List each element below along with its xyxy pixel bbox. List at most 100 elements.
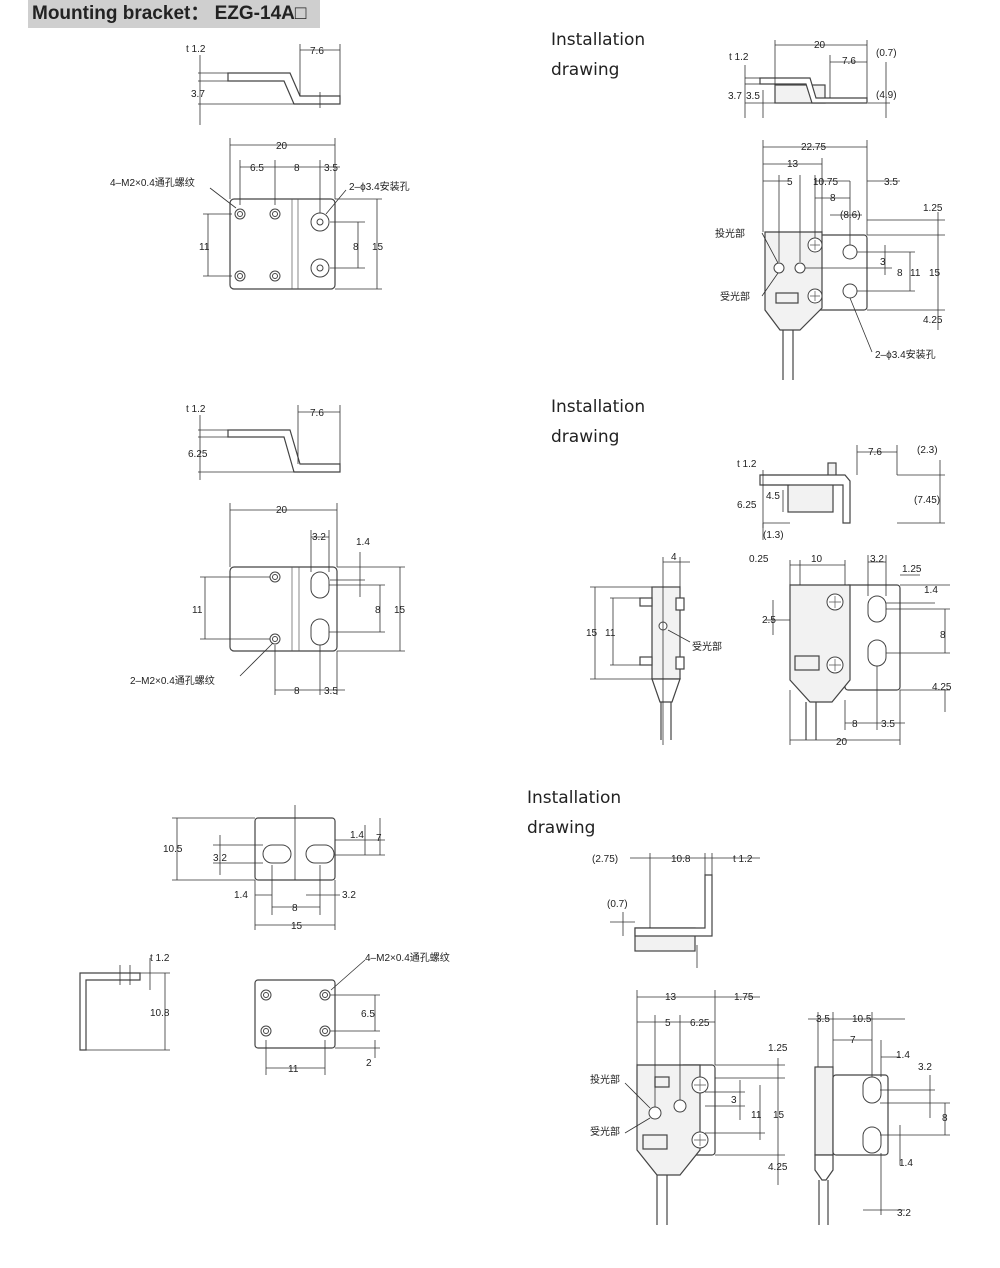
dim-6.5-b3: 6.5 (361, 1009, 375, 1020)
dim-7.45p: (7.45) (914, 495, 940, 506)
bracket3-top-view: 10.5 3.2 1.4 7 1.4 3.2 8 15 (163, 805, 385, 932)
installation-label-3a: Installation (527, 788, 622, 808)
dim-11-i1: 11 (910, 268, 921, 279)
dim-6.25-i3: 6.25 (690, 1018, 710, 1029)
dim-10.8-i3: 10.8 (671, 854, 691, 865)
dim-20-i2: 20 (836, 737, 848, 748)
dim-1.25-i3: 1.25 (768, 1043, 788, 1054)
dim-8.6p: (8.6) (840, 210, 861, 221)
dim-8: 8 (294, 163, 300, 174)
dim-1.4-b3b: 1.4 (234, 890, 248, 901)
install1-front-view: 22.75 13 5 10.75 3.5 8 (8.6) 1.25 投光部 3 … (715, 140, 945, 380)
dim-11-i2: 11 (605, 628, 616, 639)
dim-3: 3 (880, 257, 886, 268)
dim-2: 2 (366, 1058, 372, 1069)
dim-8-b2b: 8 (294, 686, 300, 697)
dim-20: 20 (276, 141, 288, 152)
dim-10.75: 10.75 (813, 177, 838, 188)
dim-4.25-i3: 4.25 (768, 1162, 788, 1173)
dim-t12-b2: t 1.2 (186, 404, 206, 415)
callout-2-hole: 2–ϕ3.4安装孔 (349, 180, 410, 193)
dim-t12-i1: t 1.2 (729, 52, 749, 63)
dim-8-i2: 8 (940, 630, 946, 641)
dim-8-i1b: 8 (897, 268, 903, 279)
dim-3.5-i2: 3.5 (881, 719, 895, 730)
dim-15-b2: 15 (394, 605, 406, 616)
dim-3.5-b2: 3.5 (324, 686, 338, 697)
callout-4-m2: 4–M2×0.4通孔螺纹 (110, 176, 195, 189)
dim-3.2-b3: 3.2 (213, 853, 227, 864)
dim-t12: t 1.2 (186, 44, 206, 55)
dim-11-i3: 11 (751, 1110, 762, 1121)
bracket3-front-view: 4–M2×0.4通孔螺纹 6.5 2 11 (254, 951, 450, 1075)
installation-label-2a: Installation (551, 397, 646, 417)
dim-11-b3: 11 (288, 1064, 299, 1075)
dim-8-b3: 8 (292, 903, 298, 914)
dim-8-i1: 8 (830, 193, 836, 204)
installation-label-3b: drawing (527, 818, 596, 838)
dim-3.2-b3b: 3.2 (342, 890, 356, 901)
dim-3.5-i3: 3.5 (816, 1014, 830, 1025)
dim-1.4: 1.4 (356, 537, 370, 548)
dim-t12-i2: t 1.2 (737, 459, 757, 470)
dim-3.5-i1: 3.5 (746, 91, 760, 102)
dim-6.25: 6.25 (188, 449, 208, 460)
callout-4-m2-b3: 4–M2×0.4通孔螺纹 (365, 951, 450, 964)
dim-1.4-b3: 1.4 (350, 830, 364, 841)
dim-3.2-i2: 3.2 (870, 554, 884, 565)
dim-1.4-i3b: 1.4 (899, 1158, 913, 1169)
dim-2.3p: (2.3) (917, 445, 938, 456)
dim-8b: 8 (353, 242, 359, 253)
dim-3-i3: 3 (731, 1095, 737, 1106)
install3-side-view: 3.5 10.5 7 1.4 3.2 8 1.4 3.2 (808, 1012, 950, 1225)
dim-7.6-i2: 7.6 (868, 447, 882, 458)
dim-7.6-i1: 7.6 (842, 56, 856, 67)
dim-1.4-i2: 1.4 (924, 585, 938, 596)
dim-t12-b3: t 1.2 (150, 953, 170, 964)
label-shou-i3: 受光部 (590, 1125, 620, 1138)
dim-7.6-b2: 7.6 (310, 408, 324, 419)
dim-0.7p: (0.7) (876, 48, 897, 59)
dim-3.5: 3.5 (324, 163, 338, 174)
dim-4.25: 4.25 (923, 315, 943, 326)
dim-10.5-i3: 10.5 (852, 1014, 872, 1025)
label-tou-i3: 投光部 (590, 1073, 620, 1086)
dim-13-i3: 13 (665, 992, 677, 1003)
bracket3-side-view: t 1.2 10.8 (79, 953, 170, 1051)
install2-left-view: 4 15 11 受光部 (586, 552, 722, 745)
bracket1-front-view: 20 6.5 8 3.5 4–M2×0.4通孔螺纹 2–ϕ3.4安装孔 11 8… (110, 138, 410, 290)
dim-4.9p: (4.9) (876, 90, 897, 101)
dim-11: 11 (199, 242, 210, 253)
dim-15-i1: 15 (929, 268, 941, 279)
dim-10: 10 (811, 554, 823, 565)
dim-t12-i3: t 1.2 (733, 854, 753, 865)
label-tou: 投光部 (715, 227, 745, 240)
dim-8-b2: 8 (375, 605, 381, 616)
dim-20-b2: 20 (276, 505, 288, 516)
dim-1.75: 1.75 (734, 992, 754, 1003)
dim-3.2: 3.2 (312, 532, 326, 543)
dim-3.2-i3b: 3.2 (897, 1208, 911, 1219)
dim-0.25: 0.25 (749, 554, 769, 565)
dim-20-i1: 20 (814, 40, 826, 51)
callout-hole-i1: 2–ϕ3.4安装孔 (875, 348, 936, 361)
dim-13: 13 (787, 159, 799, 170)
callout-2-m2: 2–M2×0.4通孔螺纹 (130, 674, 215, 687)
dim-5-i3: 5 (665, 1018, 671, 1029)
install3-front-view: 13 1.75 5 6.25 1.25 投光部 3 11 15 受光部 4.25 (590, 990, 788, 1225)
dim-3.7: 3.7 (191, 89, 205, 100)
dim-1.25: 1.25 (923, 203, 943, 214)
dim-3.5-i1b: 3.5 (884, 177, 898, 188)
dim-15-b3: 15 (291, 921, 303, 932)
install2-front-view: 0.25 10 3.2 1.25 1.4 2.5 8 4.25 8 3.5 20 (749, 554, 952, 748)
dim-7.6: 7.6 (310, 46, 324, 57)
dim-15: 15 (372, 242, 384, 253)
bracket2-side-view: t 1.2 7.6 6.25 (186, 404, 341, 480)
page-title: Mounting bracket： EZG-14A□ (28, 0, 320, 28)
dim-15-i2: 15 (586, 628, 598, 639)
dim-2.5: 2.5 (762, 615, 776, 626)
bracket2-front-view: 20 3.2 1.4 11 8 15 2–M2×0.4通孔螺纹 8 3.5 (130, 503, 406, 697)
dim-5: 5 (787, 177, 793, 188)
dim-4.5: 4.5 (766, 491, 780, 502)
